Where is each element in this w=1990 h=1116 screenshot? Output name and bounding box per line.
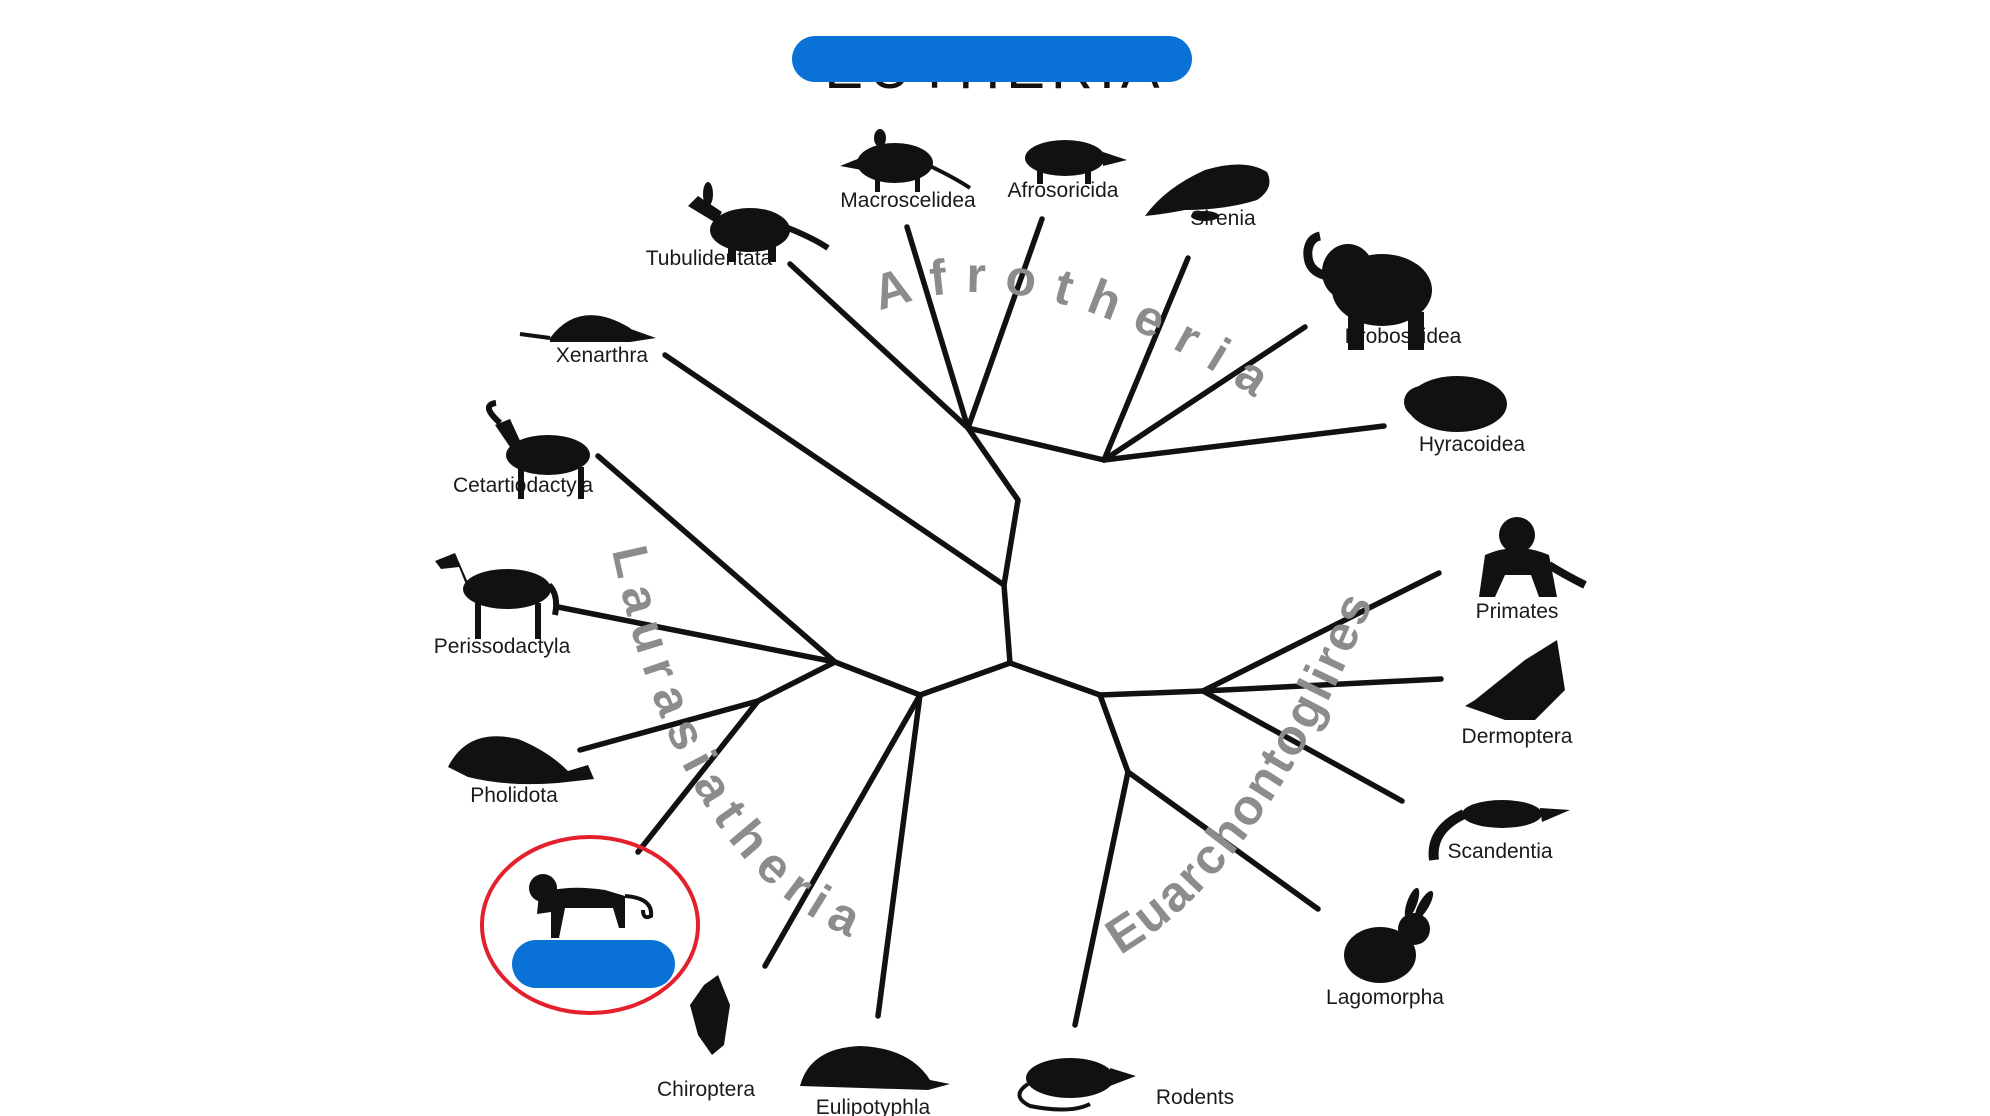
- label-xenarthra: Xenarthra: [556, 344, 649, 367]
- label-perissodactyla: Perissodactyla: [434, 635, 571, 658]
- label-rodents: Rodents: [1156, 1086, 1234, 1109]
- label-dermoptera: Dermoptera: [1462, 725, 1573, 748]
- taxon-labels: Macroscelidea Afrosoricida Tubulidentata…: [434, 179, 1573, 1116]
- clade-label-euarchontoglires: Euarchontoglires: [1096, 583, 1384, 965]
- label-afrosoricida: Afrosoricida: [1008, 179, 1119, 202]
- ibex-icon: [486, 400, 590, 499]
- highlighted-taxon: [480, 835, 700, 1015]
- manatee-icon: [1145, 164, 1270, 221]
- label-pholidota: Pholidota: [470, 784, 558, 807]
- tenrec-icon: [1025, 140, 1127, 184]
- pangolin-icon: [448, 736, 594, 785]
- label-chiroptera: Chiroptera: [657, 1078, 755, 1101]
- label-scandentia: Scandentia: [1447, 840, 1552, 863]
- tree-branches: [555, 216, 1444, 1028]
- rabbit-icon: [1344, 887, 1434, 983]
- label-lagomorpha: Lagomorpha: [1326, 986, 1444, 1009]
- armadillo-icon: [519, 315, 656, 342]
- label-eulipotyphla: Eulipotyphla: [816, 1096, 931, 1116]
- title-redaction-bar: [792, 36, 1192, 82]
- treeshrew-icon: [1428, 800, 1570, 861]
- label-macroscelidea: Macroscelidea: [840, 189, 976, 212]
- elephant-icon: [1303, 231, 1432, 350]
- rat-icon: [1017, 1058, 1136, 1112]
- label-proboscidea: Proboscidea: [1345, 325, 1462, 348]
- label-hyracoidea: Hyracoidea: [1419, 433, 1526, 456]
- highlight-circle: [480, 835, 700, 1015]
- clade-label-laurasiatheria: Laurasiatheria: [601, 540, 878, 951]
- animal-silhouettes: [435, 129, 1587, 1112]
- mole-icon: [800, 1046, 950, 1090]
- label-primates: Primates: [1476, 600, 1559, 623]
- gorilla-icon: [1479, 517, 1587, 597]
- colugo-icon: [1465, 640, 1565, 720]
- elephant-shrew-icon: [840, 129, 972, 192]
- horse-icon: [435, 553, 560, 639]
- hyrax-icon: [1404, 376, 1507, 432]
- feline-icon: [529, 874, 654, 938]
- label-tubulidentata: Tubulidentata: [646, 247, 773, 270]
- taxon-redaction-bar: [512, 940, 675, 988]
- bat-icon: [690, 975, 730, 1055]
- aardvark-icon: [688, 182, 830, 262]
